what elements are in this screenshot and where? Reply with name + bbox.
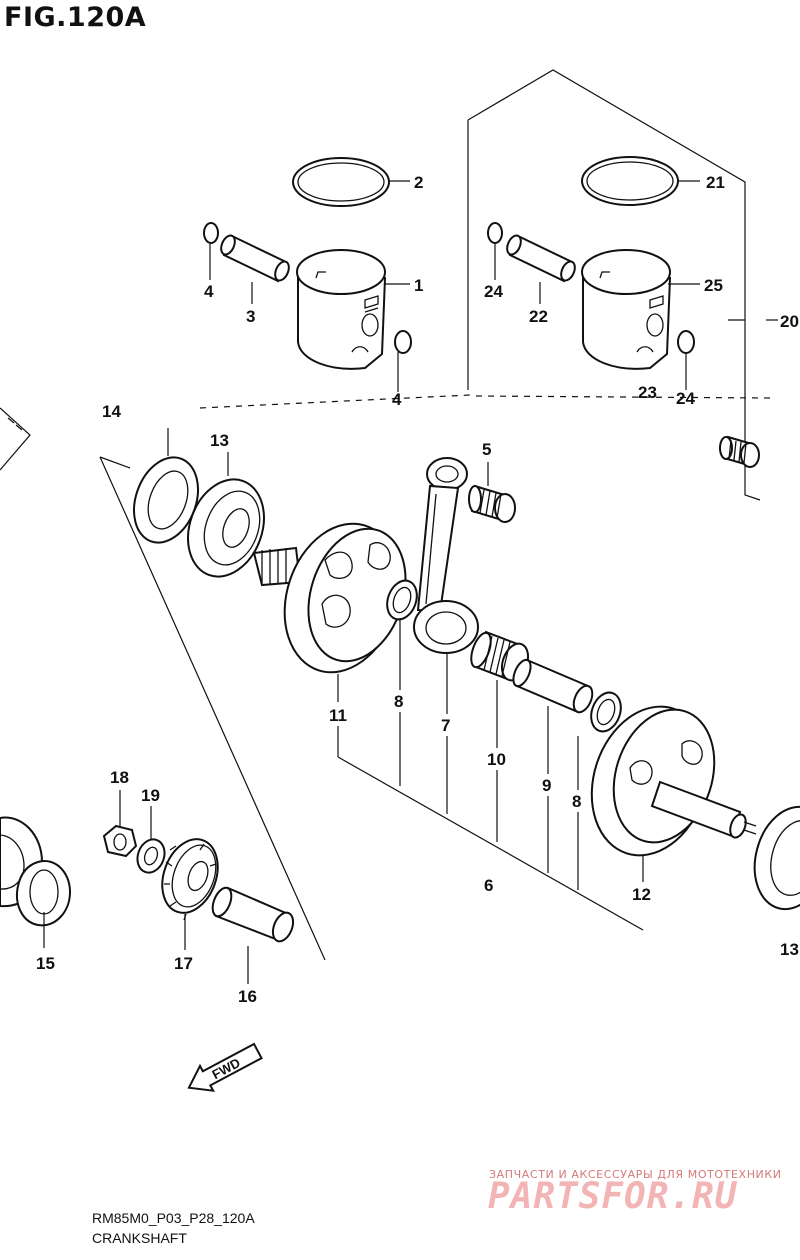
bearing-13 [187,478,265,578]
callout-15: 15 [36,954,55,973]
piston-pin-3 [220,234,290,283]
callout-7: 7 [441,716,450,735]
callout-21: 21 [706,173,725,192]
needle-bearing-10 [470,630,530,682]
callout-11: 11 [329,706,347,725]
callout-13: 13 [210,431,229,450]
callout-20: 20 [780,312,799,331]
diagram-name: CRANKSHAFT [92,1230,187,1246]
connecting-rod-7 [413,457,479,654]
bearing-13-right [753,805,800,911]
oil-seal-14 [133,456,199,544]
piston-ring-21 [581,156,679,206]
crankshaft-bracket [99,456,644,961]
gear-17 [161,838,219,921]
callout-labels: 2 1 3 4 4 21 25 22 24 23 24 20 14 13 5 1… [36,173,799,1006]
callout-18: 18 [110,768,129,787]
callout-14: 14 [102,402,121,421]
needle-bearing-23 [719,435,760,468]
callout-6: 6 [484,876,493,895]
washer-19 [136,838,166,874]
callout-10: 10 [487,750,506,769]
piston-1 [296,249,387,370]
nut-18 [102,824,138,858]
crank-half-12 [590,705,757,857]
callout-16: 16 [238,987,257,1006]
callout-17: 17 [174,954,193,973]
callout-23: 23 [638,383,657,402]
callout-13-right: 13 [780,940,799,959]
callout-5: 5 [482,440,491,459]
fwd-arrow-icon: FWD [187,1042,263,1092]
left-edge-bearing [0,407,72,927]
callout-22: 22 [529,307,548,326]
callout-1: 1 [414,276,423,295]
diagram-code: RM85M0_P03_P28_120A [92,1210,255,1226]
piston-25 [581,249,672,370]
needle-bearing-5 [468,485,516,523]
callout-3: 3 [246,307,255,326]
figure-title: FIG.120A [4,2,147,33]
piston-set-bracket [199,69,771,501]
thrust-washer-8 [386,579,622,733]
crank-pin-9 [512,658,594,714]
callout-19: 19 [141,786,160,805]
callout-4: 4 [204,282,214,301]
piston-ring-2 [292,157,390,207]
callout-4-lower: 4 [392,390,402,409]
callout-12: 12 [632,885,651,904]
leader-lines [43,180,778,984]
circlip-4 [203,222,412,354]
watermark-logo: PARTSFOR.RU [488,1176,738,1217]
callout-8-right: 8 [572,792,581,811]
callout-25: 25 [704,276,723,295]
callout-8: 8 [394,692,403,711]
spacer-16 [211,886,295,943]
callout-24-lower: 24 [676,389,695,408]
piston-pin-22 [506,234,576,283]
callout-24: 24 [484,282,503,301]
callout-9: 9 [542,776,551,795]
callout-2: 2 [414,173,423,192]
watermark-tagline: ЗАПЧАСТИ И АКСЕССУАРЫ ДЛЯ МОТОТЕХНИКИ [489,1168,782,1181]
